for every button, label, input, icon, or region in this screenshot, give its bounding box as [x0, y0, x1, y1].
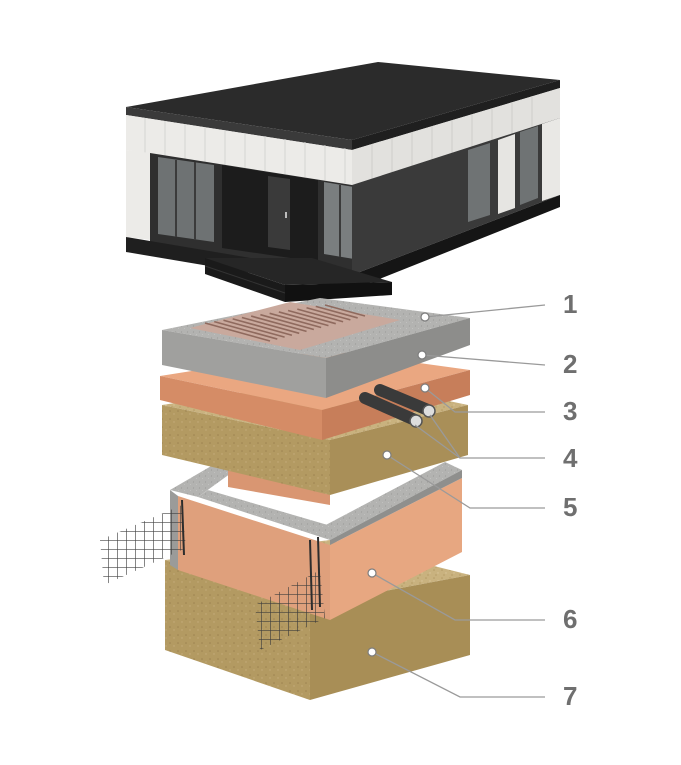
callout-1: 1 — [420, 289, 577, 322]
entry-door — [268, 176, 290, 250]
slab-side — [326, 318, 470, 398]
callout-3: 3 — [420, 383, 577, 426]
frame-side-face — [330, 478, 462, 620]
callout-4-number: 4 — [563, 443, 578, 473]
callout-3-number: 3 — [563, 396, 577, 426]
callout-7: 7 — [367, 647, 577, 711]
callout-2: 2 — [417, 349, 577, 379]
callouts: 1 2 3 4 5 6 7 — [367, 289, 578, 711]
heating-pipe-run — [315, 305, 358, 319]
callout-4: 4 — [414, 414, 578, 473]
heating-pipe-run — [297, 308, 344, 323]
rebar-mesh-left — [100, 505, 186, 585]
callout-7-number: 7 — [563, 681, 577, 711]
heating-pipe-run — [241, 316, 300, 335]
heating-pipe-run — [287, 309, 336, 325]
frame-inner-wall — [228, 470, 330, 505]
callout-5-number: 5 — [563, 492, 577, 522]
front-cladding-joints — [144, 118, 346, 183]
insulation-side — [322, 370, 470, 440]
flat-roof — [126, 62, 560, 140]
side-white-cladding — [352, 88, 560, 185]
callout-6-number: 6 — [563, 604, 577, 634]
callout-2-number: 2 — [563, 349, 577, 379]
door-handle — [285, 212, 287, 218]
corner-white-column — [542, 118, 560, 201]
roof-fascia-front — [126, 107, 352, 150]
house-plinth-side — [352, 195, 560, 290]
callout-1-number: 1 — [563, 289, 577, 319]
heating-pipe-run — [269, 312, 322, 329]
heating-pipe-run — [232, 318, 293, 337]
frame-concrete-side-strip — [330, 470, 462, 545]
layer-concrete-slab — [162, 298, 470, 398]
insulation-front — [160, 376, 322, 440]
front-window-left — [158, 157, 214, 242]
heating-pipe-run — [278, 311, 329, 327]
side-white-column — [498, 134, 515, 214]
heating-pipe-run — [306, 306, 351, 321]
heating-pipe-run — [324, 304, 366, 317]
roof-fascia-side — [352, 80, 560, 150]
heating-pipe-run — [223, 319, 285, 338]
rebar-mesh-front — [255, 570, 325, 650]
frame-concrete-top-right — [320, 462, 462, 540]
vertical-rebar — [181, 499, 321, 611]
side-window-1 — [468, 143, 490, 222]
front-white-cladding — [126, 115, 352, 185]
callout-5: 5 — [382, 450, 577, 522]
frame-concrete-top-front — [198, 490, 338, 540]
heating-pipe-run — [260, 313, 315, 331]
side-window-2 — [520, 126, 538, 205]
entry-terrace — [205, 258, 392, 285]
entry-steps-side — [285, 282, 392, 302]
front-window-left-frames — [175, 160, 196, 240]
heating-pipe-run — [250, 315, 307, 333]
side-cladding-joints — [371, 96, 533, 179]
callout-6: 6 — [367, 568, 577, 634]
slab-front — [162, 330, 326, 398]
sand-cushion-front — [162, 405, 330, 495]
sand-cushion-side — [330, 405, 468, 495]
heating-pipe-run — [204, 322, 271, 342]
utility-pipes — [359, 384, 436, 428]
left-white-column — [126, 150, 150, 240]
heating-pipe-run — [214, 320, 278, 340]
house-illustration — [126, 62, 560, 302]
underfloor-heating-coils — [190, 302, 400, 350]
